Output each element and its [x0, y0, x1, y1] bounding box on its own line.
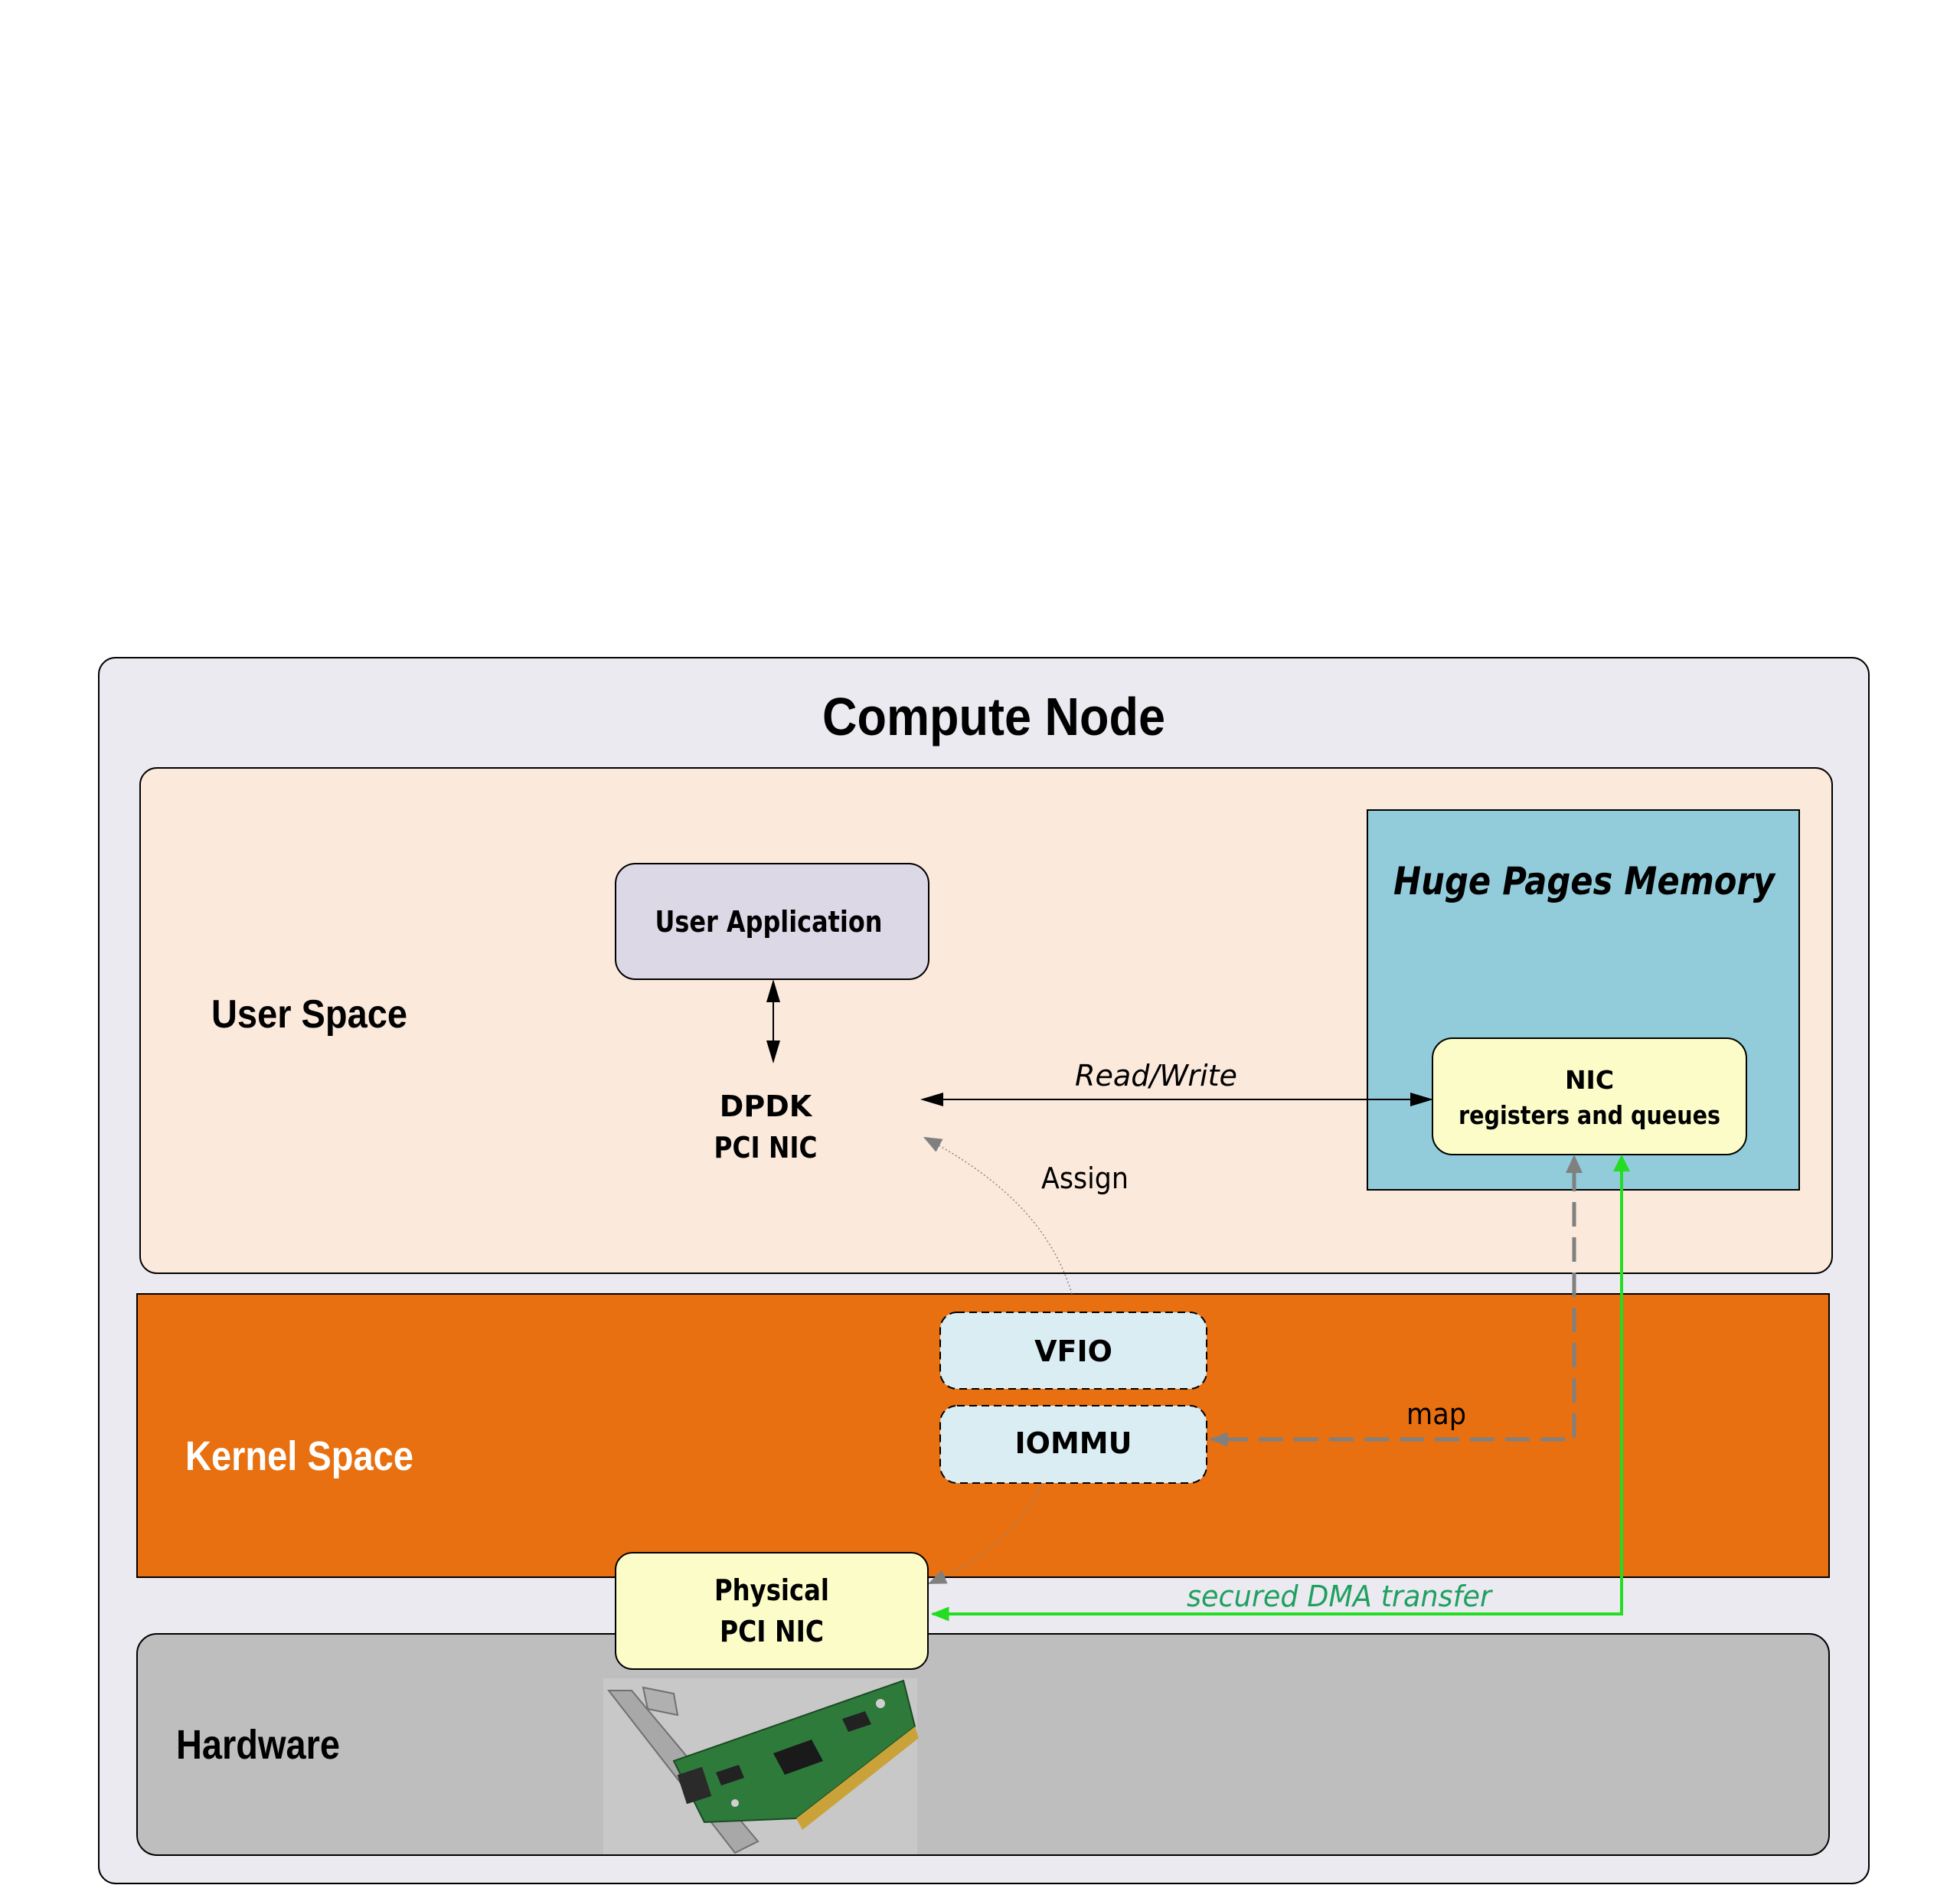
kernel-space-label: Kernel Space — [185, 1433, 413, 1479]
hardware-region: Hardware — [136, 1633, 1830, 1856]
vfio-box: VFIO — [939, 1312, 1207, 1390]
vfio-label: VFIO — [1034, 1335, 1112, 1368]
dma-arrow — [930, 1167, 1623, 1622]
hardware-label: Hardware — [176, 1722, 340, 1768]
iommu-label: IOMMU — [1015, 1426, 1132, 1460]
dma-label: secured DMA transfer — [1187, 1580, 1493, 1613]
user-application-box: User Application — [615, 863, 929, 980]
nic-registers-line2: registers and queues — [1459, 1100, 1720, 1130]
nic-registers-line1: NIC — [1565, 1065, 1614, 1095]
physical-nic-line1: Physical — [714, 1573, 829, 1607]
dpdk-line1: DPDK — [720, 1090, 813, 1123]
nic-registers-box: NIC registers and queues — [1432, 1037, 1747, 1155]
dpdk-line2: PCI NIC — [714, 1131, 818, 1165]
compute-node-title: Compute Node — [822, 687, 1165, 746]
user-application-label: User Application — [655, 905, 883, 939]
map-arrow — [1209, 1167, 1576, 1447]
map-label: map — [1406, 1397, 1466, 1431]
map-arrow-head-up — [1566, 1155, 1583, 1173]
iommu-box: IOMMU — [939, 1405, 1207, 1484]
assign-label: Assign — [1041, 1161, 1129, 1195]
assign-arrow — [923, 1136, 1073, 1295]
user-space-label: User Space — [211, 992, 407, 1037]
physical-nic-line2: PCI NIC — [720, 1615, 824, 1648]
read-write-label: Read/Write — [1075, 1059, 1237, 1093]
physical-pci-nic-box: Physical PCI NIC — [615, 1552, 929, 1670]
pci-network-card-image — [603, 1678, 919, 1854]
huge-pages-title: Huge Pages Memory — [1393, 859, 1776, 903]
dma-arrow-head-up — [1613, 1155, 1630, 1171]
